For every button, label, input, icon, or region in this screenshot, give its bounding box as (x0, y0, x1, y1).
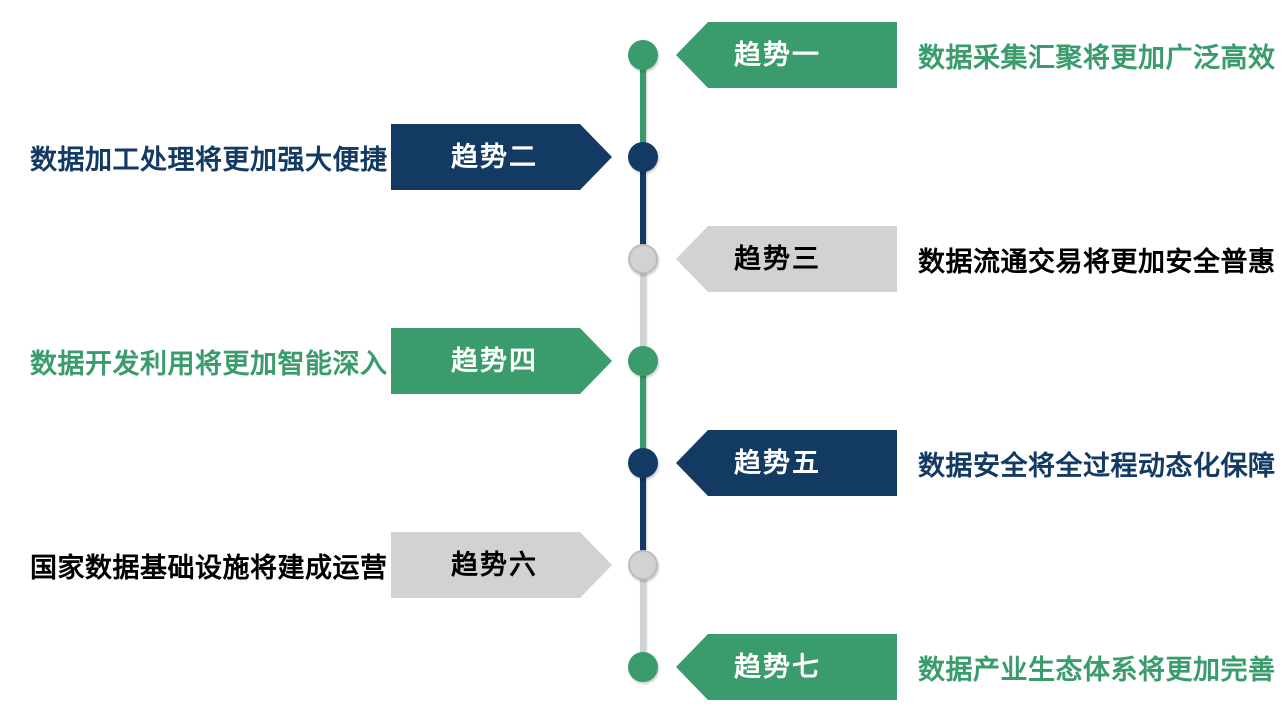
trend-6-description: 国家数据基础设施将建成运营 (30, 552, 388, 583)
timeline-segment-2 (640, 157, 646, 259)
trend-2-banner: 趋势二 (391, 124, 612, 190)
timeline-node-2 (628, 142, 658, 172)
trend-1-label: 趋势一 (734, 39, 821, 70)
timeline-segment-6 (640, 565, 646, 667)
trend-7-label: 趋势七 (734, 651, 821, 682)
trend-1-banner: 趋势一 (676, 22, 897, 88)
trend-5-description: 数据安全将全过程动态化保障 (918, 450, 1276, 481)
trend-3-description: 数据流通交易将更加安全普惠 (918, 246, 1276, 277)
timeline-segment-4 (640, 361, 646, 463)
trend-5-banner: 趋势五 (676, 430, 897, 496)
trend-1-description: 数据采集汇聚将更加广泛高效 (918, 42, 1276, 73)
timeline-node-5 (628, 448, 658, 478)
timeline-segment-3 (640, 259, 646, 361)
timeline-segment-5 (640, 463, 646, 565)
trend-4-label: 趋势四 (451, 345, 538, 376)
trend-3-banner: 趋势三 (676, 226, 897, 292)
trend-7-banner: 趋势七 (676, 634, 897, 700)
trend-4-description: 数据开发利用将更加智能深入 (30, 348, 388, 379)
trend-2-description: 数据加工处理将更加强大便捷 (30, 144, 388, 175)
timeline-node-6 (628, 550, 658, 580)
trend-7-description: 数据产业生态体系将更加完善 (918, 654, 1276, 685)
trend-6-label: 趋势六 (451, 549, 538, 580)
trend-6-banner: 趋势六 (391, 532, 612, 598)
trend-3-label: 趋势三 (734, 243, 821, 274)
timeline-node-1 (628, 40, 658, 70)
trend-4-banner: 趋势四 (391, 328, 612, 394)
timeline-node-4 (628, 346, 658, 376)
trend-2-label: 趋势二 (451, 141, 538, 172)
trend-5-label: 趋势五 (734, 447, 821, 478)
timeline-segment-1 (640, 55, 646, 157)
timeline-node-3 (628, 244, 658, 274)
timeline-node-7 (628, 652, 658, 682)
